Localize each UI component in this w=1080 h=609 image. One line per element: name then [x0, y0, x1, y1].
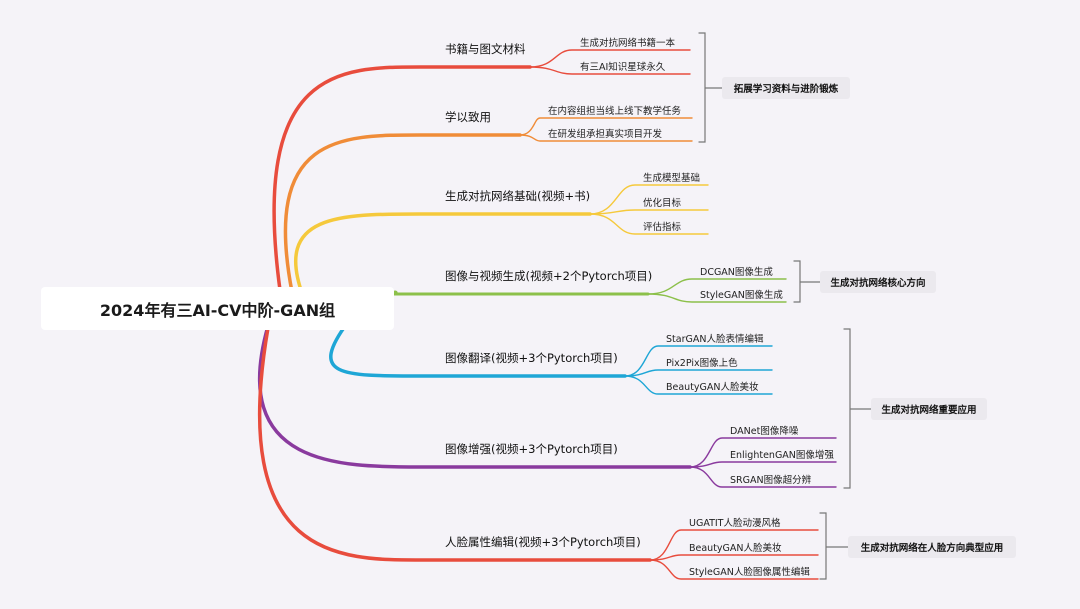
leaf-connector [589, 213, 709, 235]
leaf-connector [589, 184, 709, 215]
leaf-label[interactable]: UGATIT人脸动漫风格 [689, 518, 781, 529]
leaf-label[interactable]: BeautyGAN人脸美妆 [666, 382, 759, 393]
leaf-label[interactable]: 生成对抗网络书籍一本 [580, 38, 676, 49]
leaf-label[interactable]: StarGAN人脸表情编辑 [666, 334, 764, 345]
leaf-connector [647, 293, 787, 303]
leaf-connector [649, 554, 819, 561]
leaf-label[interactable]: EnlightenGAN图像增强 [730, 450, 834, 461]
branch-connector [378, 290, 650, 296]
branch-connector [283, 133, 522, 294]
leaf-connector [624, 345, 773, 377]
summary-tag[interactable]: 生成对抗网络核心方向 [820, 271, 936, 293]
leaf-label[interactable]: BeautyGAN人脸美妆 [689, 543, 782, 554]
leaf-label[interactable]: 有三AI知识星球永久 [580, 62, 666, 73]
branch-label[interactable]: 图像增强(视频+3个Pytorch项目) [445, 442, 618, 456]
branch-label[interactable]: 图像与视频生成(视频+2个Pytorch项目) [445, 269, 653, 283]
leaf-label[interactable]: DANet图像降噪 [730, 426, 799, 437]
leaf-connector [529, 66, 691, 75]
leaf-connector [689, 461, 837, 468]
leaf-label[interactable]: Pix2Pix图像上色 [666, 358, 738, 369]
summary-tag[interactable]: 生成对抗网络在人脸方向典型应用 [848, 536, 1016, 558]
leaf-connector [624, 375, 773, 395]
leaf-connector [529, 49, 691, 68]
leaf-label[interactable]: 在研发组承担真实项目开发 [548, 129, 663, 140]
leaf-label[interactable]: 生成模型基础 [643, 173, 701, 184]
leaf-connector [689, 466, 837, 488]
summary-bracket [698, 32, 723, 143]
leaf-connector [589, 209, 709, 215]
leaf-label[interactable]: StyleGAN人脸图像属性编辑 [689, 567, 810, 578]
leaf-connector [649, 559, 819, 580]
summary-tag[interactable]: 拓展学习资料与进阶锻炼 [722, 77, 850, 99]
branch-label[interactable]: 图像翻译(视频+3个Pytorch项目) [445, 351, 618, 365]
leaf-connector [519, 134, 693, 142]
leaf-label[interactable]: SRGAN图像超分辨 [730, 475, 812, 486]
summary-bracket [843, 328, 872, 489]
root-node[interactable]: 2024年有三AI-CV中阶-GAN组 [41, 287, 394, 330]
branch-connector [329, 320, 627, 378]
summary-bracket [819, 512, 849, 580]
leaf-connector [647, 278, 787, 295]
leaf-label[interactable]: StyleGAN图像生成 [700, 290, 783, 301]
leaf-connector [519, 117, 693, 136]
branch-label[interactable]: 书籍与图文材料 [445, 42, 526, 56]
branch-label[interactable]: 学以致用 [445, 110, 491, 124]
leaf-label[interactable]: 评估指标 [643, 222, 682, 233]
summary-tag[interactable]: 生成对抗网络重要应用 [871, 398, 987, 420]
branch-label[interactable]: 人脸属性编辑(视频+3个Pytorch项目) [445, 535, 641, 549]
branch-label[interactable]: 生成对抗网络基础(视频+书) [445, 189, 591, 203]
branch-connector [257, 326, 652, 562]
leaf-connector [649, 529, 819, 561]
branch-connector [294, 212, 592, 298]
leaf-label[interactable]: DCGAN图像生成 [700, 267, 773, 278]
leaf-label[interactable]: 优化目标 [643, 198, 682, 209]
summary-bracket [793, 260, 821, 303]
leaf-connector [689, 437, 837, 468]
branch-connector [272, 65, 532, 292]
leaf-label[interactable]: 在内容组担当线上线下教学任务 [548, 106, 682, 117]
leaf-connector [624, 369, 773, 377]
